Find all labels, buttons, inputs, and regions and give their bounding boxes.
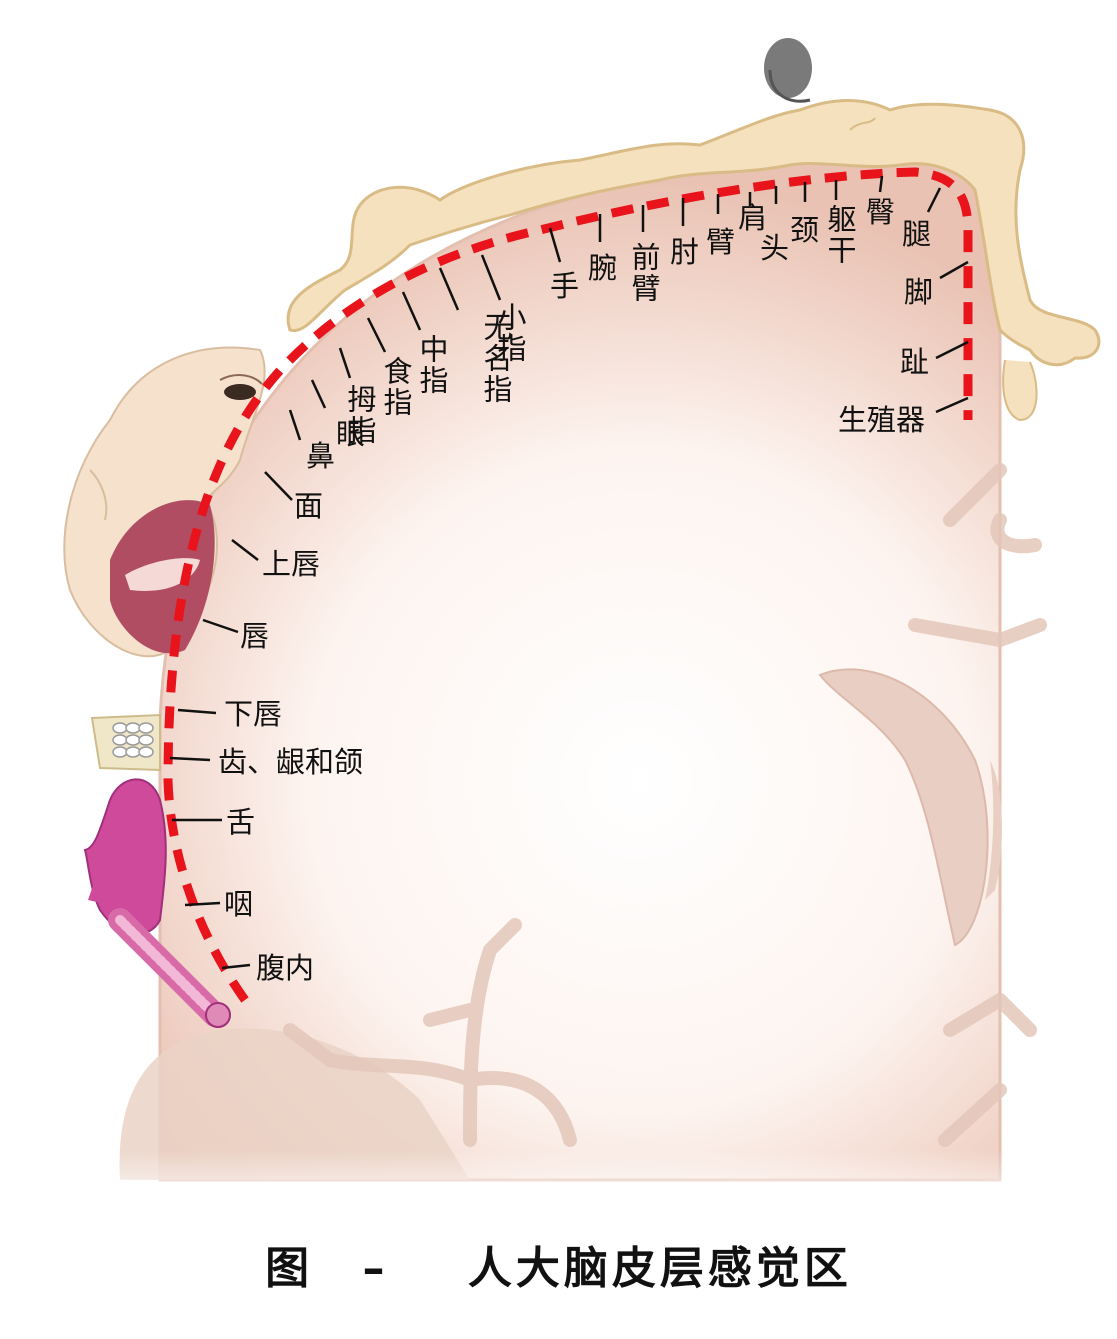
- label-index-finger: 食指: [379, 356, 413, 418]
- caption-title: 人大脑皮层感觉区: [467, 1243, 852, 1294]
- label-neck: 颈: [790, 213, 820, 247]
- human-figure-icon: [286, 38, 1101, 422]
- label-elbow: 肘: [670, 235, 700, 269]
- leader-lines: [169, 175, 969, 970]
- label-hand: 手: [550, 269, 580, 303]
- caption-figure-word: 图: [265, 1243, 314, 1294]
- label-lower-lip: 下唇: [224, 697, 283, 731]
- label-thumb: 拇指: [343, 384, 377, 446]
- label-ring-finger: 无名指: [479, 312, 513, 405]
- label-shoulder: 肩: [738, 201, 768, 235]
- label-arm: 臂: [706, 225, 736, 259]
- tongue-icon: [83, 778, 231, 1028]
- label-toe: 趾: [900, 345, 930, 379]
- label-forearm: 前臂: [627, 242, 661, 304]
- label-tongue: 舌: [226, 805, 256, 839]
- label-genitals: 生殖器: [838, 403, 926, 437]
- label-teeth-gums-jaw: 齿、龈和颌: [218, 745, 364, 779]
- label-upper-lip: 上唇: [262, 547, 321, 581]
- face-icon: [63, 346, 266, 658]
- figure-caption: 图 – 人大脑皮层感觉区: [0, 1232, 1117, 1296]
- label-eye: 眼: [336, 417, 366, 451]
- sensory-strip-dashed-line: [163, 167, 973, 1003]
- temporal-lobe: [119, 1028, 470, 1180]
- label-wrist: 腕: [588, 251, 618, 285]
- label-nose: 鼻: [306, 439, 336, 473]
- label-trunk: 躯干: [823, 204, 857, 266]
- label-leg: 腿: [902, 217, 932, 251]
- label-intra-abdominal: 腹内: [256, 951, 315, 985]
- teeth-icon: [90, 713, 161, 772]
- ventricle: [818, 668, 989, 947]
- caption-dash: –: [362, 1243, 389, 1294]
- label-little-finger: 小指: [493, 302, 527, 364]
- label-pharynx: 咽: [224, 887, 254, 921]
- label-middle-finger: 中指: [415, 334, 449, 396]
- label-lip: 唇: [240, 619, 270, 653]
- sulci-lines: [283, 463, 1047, 1147]
- label-foot: 脚: [904, 275, 934, 309]
- label-hip: 臀: [866, 195, 896, 229]
- label-face: 面: [294, 489, 324, 523]
- label-head: 头: [760, 231, 790, 265]
